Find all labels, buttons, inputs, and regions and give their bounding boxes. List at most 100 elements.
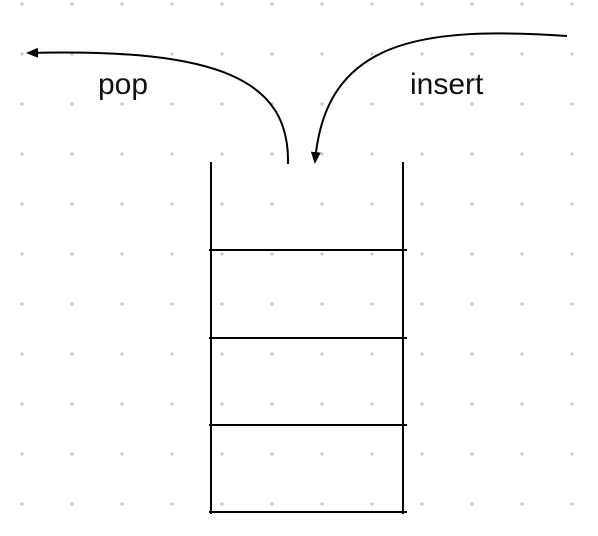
grid-dot [20, 152, 24, 156]
grid-dot [220, 152, 224, 156]
grid-dot [70, 452, 74, 456]
grid-dot [570, 102, 574, 106]
grid-dot [570, 402, 574, 406]
grid-dot [470, 402, 474, 406]
grid-dot [420, 2, 424, 6]
grid-dot [120, 452, 124, 456]
grid-dot [320, 2, 324, 6]
grid-dot [270, 452, 274, 456]
grid-dot [120, 502, 124, 506]
grid-dot [520, 202, 524, 206]
grid-dot [470, 452, 474, 456]
grid-dot [220, 252, 224, 256]
grid-dot [120, 2, 124, 6]
grid-dot [470, 502, 474, 506]
grid-dot [420, 252, 424, 256]
grid-dot [320, 402, 324, 406]
grid-dot [170, 2, 174, 6]
grid-dot [20, 102, 24, 106]
grid-dot [520, 2, 524, 6]
grid-dot [270, 152, 274, 156]
grid-dot [220, 302, 224, 306]
grid-dot [270, 252, 274, 256]
grid-dot [520, 102, 524, 106]
grid-dot [20, 302, 24, 306]
insert-label: insert [410, 68, 484, 101]
grid-dot [70, 102, 74, 106]
grid-dot [420, 402, 424, 406]
grid-dot [20, 452, 24, 456]
grid-dot [270, 402, 274, 406]
grid-dot [520, 52, 524, 56]
grid-dot [520, 352, 524, 356]
grid-dot [370, 152, 374, 156]
grid-dot [170, 452, 174, 456]
grid-dot [170, 352, 174, 356]
grid-dot [320, 302, 324, 306]
grid-dot [170, 202, 174, 206]
grid-dot [320, 102, 324, 106]
grid-dot [520, 302, 524, 306]
grid-dot [70, 402, 74, 406]
grid-dot [170, 252, 174, 256]
grid-dot [120, 102, 124, 106]
grid-dot [70, 302, 74, 306]
grid-dot [470, 102, 474, 106]
grid-dot [220, 352, 224, 356]
grid-dot [320, 452, 324, 456]
pop-label: pop [98, 68, 148, 101]
grid-dot [170, 502, 174, 506]
grid-dot [120, 252, 124, 256]
grid-dot [470, 52, 474, 56]
grid-dot [120, 352, 124, 356]
grid-dot [520, 402, 524, 406]
grid-dot [420, 52, 424, 56]
grid-dot [270, 302, 274, 306]
grid-dot [270, 352, 274, 356]
grid-dot [270, 202, 274, 206]
grid-dot [370, 502, 374, 506]
grid-dot [570, 152, 574, 156]
grid-dot [70, 202, 74, 206]
insert-arrow [310, 32, 568, 164]
grid-dot [270, 2, 274, 6]
grid-dot [370, 102, 374, 106]
grid-dot [420, 102, 424, 106]
grid-dot [470, 302, 474, 306]
grid-dot [370, 302, 374, 306]
grid-dot [120, 152, 124, 156]
grid-dot [470, 202, 474, 206]
grid-dot [570, 252, 574, 256]
grid-dot [320, 202, 324, 206]
grid-dot [170, 102, 174, 106]
grid-dot [370, 402, 374, 406]
grid-dot [470, 2, 474, 6]
grid-dot [70, 252, 74, 256]
pop-arrow [26, 47, 290, 165]
grid-dot [420, 152, 424, 156]
grid-dot [20, 402, 24, 406]
grid-dot [20, 502, 24, 506]
grid-dot [570, 352, 574, 356]
grid-dot [20, 202, 24, 206]
grid-dot [170, 302, 174, 306]
grid-dot [570, 502, 574, 506]
grid-dot [170, 52, 174, 56]
grid-dot [570, 202, 574, 206]
grid-dot [70, 352, 74, 356]
grid-dot [470, 352, 474, 356]
grid-dot [370, 52, 374, 56]
grid-dot [420, 452, 424, 456]
grid-dot [20, 2, 24, 6]
grid-dot [70, 502, 74, 506]
dot-grid-background [20, 2, 574, 506]
grid-dot [520, 502, 524, 506]
grid-dot [170, 402, 174, 406]
grid-dot [470, 152, 474, 156]
grid-dot [570, 2, 574, 6]
grid-dot [170, 152, 174, 156]
grid-dot [220, 102, 224, 106]
grid-dot [220, 402, 224, 406]
grid-dot [370, 2, 374, 6]
